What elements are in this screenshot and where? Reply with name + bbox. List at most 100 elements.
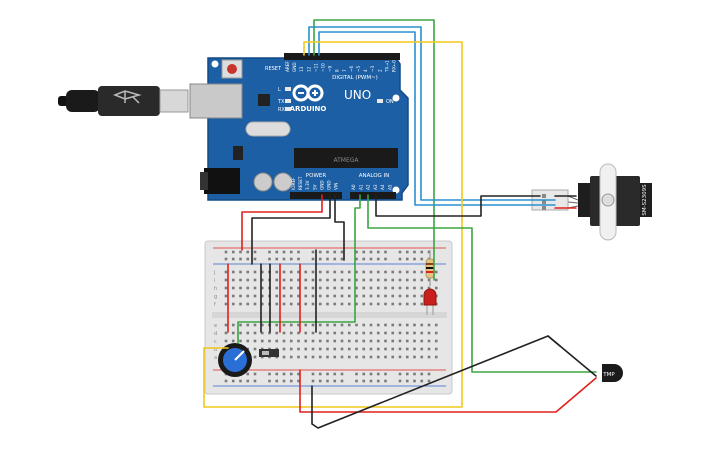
breadboard-hole[interactable] [384, 347, 387, 351]
breadboard-hole[interactable] [246, 270, 250, 274]
breadboard-hole[interactable] [239, 286, 242, 290]
breadboard-hole[interactable] [384, 257, 387, 261]
breadboard-hole[interactable] [413, 250, 416, 254]
breadboard-hole[interactable] [376, 339, 380, 343]
breadboard-hole[interactable] [326, 347, 329, 351]
breadboard-hole[interactable] [289, 379, 293, 383]
breadboard-hole[interactable] [391, 278, 395, 282]
breadboard-hole[interactable] [398, 257, 402, 261]
breadboard-hole[interactable] [311, 323, 315, 327]
breadboard-hole[interactable] [275, 302, 279, 306]
breadboard-hole[interactable] [369, 347, 373, 351]
breadboard-hole[interactable] [289, 286, 293, 290]
breadboard-hole[interactable] [376, 347, 380, 351]
breadboard-hole[interactable] [405, 339, 409, 343]
breadboard-hole[interactable] [231, 339, 235, 343]
arduino-board[interactable]: ATMEGA ARDUINO UNO L TX RX ON RESET DIGI… [189, 53, 409, 201]
breadboard-hole[interactable] [384, 379, 387, 383]
temperature-sensor[interactable]: TMP [602, 364, 623, 382]
breadboard-hole[interactable] [282, 331, 286, 335]
breadboard-hole[interactable] [434, 286, 438, 290]
breadboard-hole[interactable] [405, 302, 409, 306]
breadboard-hole[interactable] [239, 270, 242, 274]
breadboard-hole[interactable] [333, 270, 337, 274]
breadboard-hole[interactable] [260, 278, 264, 282]
breadboard-hole[interactable] [398, 278, 402, 282]
breadboard-hole[interactable] [340, 372, 344, 376]
breadboard-hole[interactable] [333, 286, 337, 290]
breadboard-hole[interactable] [239, 257, 242, 261]
breadboard-hole[interactable] [340, 347, 344, 351]
breadboard-hole[interactable] [333, 323, 337, 327]
breadboard-hole[interactable] [362, 379, 366, 383]
breadboard-hole[interactable] [333, 372, 337, 376]
breadboard-hole[interactable] [376, 302, 380, 306]
breadboard-hole[interactable] [304, 339, 308, 343]
breadboard-hole[interactable] [289, 355, 293, 359]
breadboard-hole[interactable] [391, 331, 395, 335]
breadboard-hole[interactable] [318, 355, 322, 359]
breadboard-hole[interactable] [355, 355, 358, 359]
breadboard-hole[interactable] [246, 339, 250, 343]
breadboard-hole[interactable] [340, 250, 344, 254]
breadboard-hole[interactable] [384, 339, 387, 343]
breadboard-hole[interactable] [355, 331, 358, 335]
breadboard-hole[interactable] [318, 270, 322, 274]
breadboard-hole[interactable] [413, 323, 416, 327]
breadboard-hole[interactable] [282, 347, 286, 351]
breadboard-hole[interactable] [413, 372, 416, 376]
breadboard-hole[interactable] [355, 347, 358, 351]
breadboard-hole[interactable] [369, 302, 373, 306]
breadboard-hole[interactable] [362, 257, 366, 261]
breadboard-hole[interactable] [326, 257, 329, 261]
breadboard-hole[interactable] [231, 250, 235, 254]
breadboard-hole[interactable] [239, 339, 242, 343]
breadboard-hole[interactable] [304, 278, 308, 282]
breadboard-hole[interactable] [253, 278, 257, 282]
breadboard-hole[interactable] [398, 379, 402, 383]
breadboard-hole[interactable] [362, 372, 366, 376]
breadboard-hole[interactable] [318, 294, 322, 298]
breadboard-hole[interactable] [369, 270, 373, 274]
breadboard-hole[interactable] [405, 372, 409, 376]
breadboard-hole[interactable] [275, 331, 279, 335]
breadboard-hole[interactable] [297, 331, 300, 335]
breadboard-hole[interactable] [275, 294, 279, 298]
breadboard-hole[interactable] [297, 286, 300, 290]
breadboard-hole[interactable] [369, 257, 373, 261]
breadboard-hole[interactable] [239, 302, 242, 306]
breadboard-hole[interactable] [398, 286, 402, 290]
breadboard-hole[interactable] [253, 339, 257, 343]
breadboard-hole[interactable] [420, 379, 424, 383]
breadboard-hole[interactable] [326, 270, 329, 274]
breadboard-hole[interactable] [253, 355, 257, 359]
breadboard-hole[interactable] [282, 372, 286, 376]
breadboard-hole[interactable] [326, 250, 329, 254]
breadboard-hole[interactable] [311, 339, 315, 343]
breadboard-hole[interactable] [391, 323, 395, 327]
breadboard-hole[interactable] [362, 286, 366, 290]
breadboard-hole[interactable] [318, 257, 322, 261]
breadboard-hole[interactable] [398, 372, 402, 376]
breadboard-hole[interactable] [434, 339, 438, 343]
breadboard-hole[interactable] [333, 331, 337, 335]
breadboard-hole[interactable] [289, 250, 293, 254]
breadboard-hole[interactable] [362, 323, 366, 327]
breadboard-hole[interactable] [333, 302, 337, 306]
breadboard-hole[interactable] [268, 257, 271, 261]
breadboard-hole[interactable] [311, 270, 315, 274]
breadboard-hole[interactable] [304, 294, 308, 298]
breadboard-hole[interactable] [282, 339, 286, 343]
breadboard-hole[interactable] [420, 323, 424, 327]
breadboard-hole[interactable] [304, 270, 308, 274]
breadboard-hole[interactable] [253, 270, 257, 274]
breadboard-hole[interactable] [318, 250, 322, 254]
breadboard-hole[interactable] [311, 286, 315, 290]
breadboard-hole[interactable] [420, 294, 424, 298]
breadboard-hole[interactable] [355, 257, 358, 261]
breadboard-hole[interactable] [246, 257, 250, 261]
breadboard-hole[interactable] [275, 339, 279, 343]
breadboard-hole[interactable] [224, 323, 228, 327]
breadboard-hole[interactable] [398, 347, 402, 351]
breadboard-hole[interactable] [347, 355, 351, 359]
